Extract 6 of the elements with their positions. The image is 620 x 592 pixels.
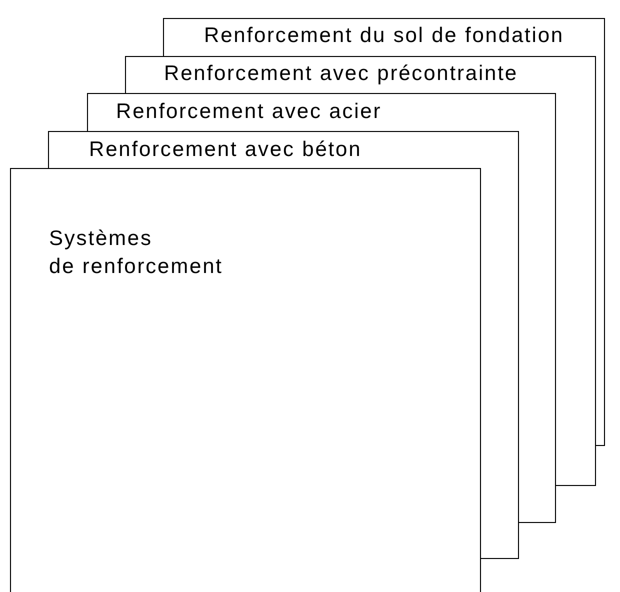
card-title: Systèmes de renforcement [49, 226, 223, 280]
card-title: Renforcement avec acier [116, 99, 382, 125]
card-title: Renforcement avec béton [89, 137, 362, 163]
card-title: Renforcement du sol de fondation [204, 23, 564, 49]
card-title: Renforcement avec précontrainte [164, 61, 518, 87]
layer-card [10, 168, 481, 592]
